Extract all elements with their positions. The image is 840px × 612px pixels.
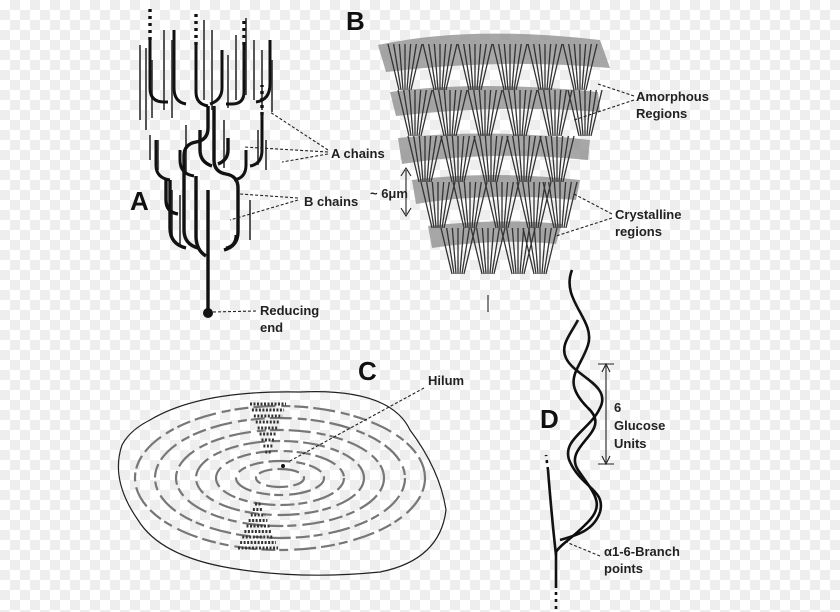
- lower-cluster-wedge: [238, 502, 278, 550]
- crystalline-label-line1: Crystalline: [615, 207, 681, 222]
- hilum-leader: [287, 387, 425, 463]
- a-chains: [148, 30, 272, 250]
- crystalline-cluster: [506, 135, 542, 183]
- panel-b: B Amorphous Regions Crystalline regions …: [346, 6, 709, 312]
- crystalline-cluster: [500, 227, 536, 275]
- crystalline-cluster: [467, 89, 503, 137]
- panel-a: A A chains B chains Reducing end: [130, 8, 385, 335]
- reducing-end-dot: [203, 308, 213, 318]
- b-panel-leaders: [555, 83, 635, 237]
- amorphous-label-line1: Amorphous: [636, 89, 709, 104]
- repeat-label-line3: Units: [614, 436, 647, 451]
- hilum-label: Hilum: [428, 373, 464, 388]
- spacing-bracket: [400, 166, 412, 218]
- panel-c: C Hilum: [117, 356, 464, 576]
- branch-strand: [546, 469, 558, 556]
- crystalline-cluster: [422, 43, 458, 91]
- crystalline-label-line2: regions: [615, 224, 662, 239]
- upper-cluster-wedge: [250, 402, 286, 454]
- branch-label-line2: points: [604, 561, 643, 576]
- lower-crystalline-cluster: [238, 502, 278, 550]
- crystalline-clusters: [387, 43, 603, 275]
- crystalline-cluster: [522, 227, 558, 275]
- crystalline-cluster: [387, 43, 423, 91]
- crystalline-cluster: [567, 89, 603, 137]
- panel-d-letter: D: [540, 404, 559, 434]
- a-panel-leaders: [211, 111, 329, 313]
- spacing-label: ~ 6μm: [370, 186, 408, 201]
- crystalline-cluster: [492, 43, 528, 91]
- crystalline-cluster: [473, 135, 509, 183]
- crystalline-cluster: [457, 43, 493, 91]
- crystalline-cluster: [440, 135, 476, 183]
- crystalline-cluster: [542, 181, 578, 229]
- growth-rings: [133, 404, 427, 552]
- branch-label-line1: α1-6-Branch: [604, 544, 680, 559]
- crystalline-cluster: [527, 43, 563, 91]
- crystalline-cluster: [484, 181, 520, 229]
- reducing-end-label-line1: Reducing: [260, 303, 319, 318]
- repeat-label-line1: 6: [614, 400, 621, 415]
- amorphous-label-line2: Regions: [636, 106, 687, 121]
- a-chains-label: A chains: [331, 146, 385, 161]
- repeat-bracket: [598, 362, 614, 466]
- crystalline-cluster: [562, 43, 598, 91]
- b-chains: [164, 106, 240, 258]
- branch-leader: [565, 541, 601, 557]
- panel-b-letter: B: [346, 6, 365, 36]
- crystalline-cluster: [537, 89, 573, 137]
- crystalline-cluster: [452, 181, 488, 229]
- crystalline-cluster: [516, 181, 552, 229]
- b-chains-label: B chains: [304, 194, 358, 209]
- branch-strand-dots: [544, 454, 550, 471]
- crystalline-cluster: [502, 89, 538, 137]
- panel-c-letter: C: [358, 356, 377, 386]
- hilum-point: [281, 464, 285, 468]
- helix-strand-1: [554, 269, 598, 553]
- panel-a-letter: A: [130, 186, 149, 216]
- crystalline-cluster: [432, 89, 468, 137]
- reducing-end-label-line2: end: [260, 320, 283, 335]
- crystalline-cluster: [397, 89, 433, 137]
- crystalline-cluster: [470, 227, 506, 275]
- helix-strand-2: [559, 319, 604, 542]
- crystalline-cluster: [420, 181, 456, 229]
- repeat-label-line2: Glucose: [614, 418, 665, 433]
- upper-crystalline-cluster: [250, 402, 286, 454]
- crystalline-cluster: [539, 135, 575, 183]
- panel-d: D 6 Glucose Units α1-6-Branch points: [540, 269, 680, 612]
- granule-outline: [117, 391, 447, 576]
- crystalline-cluster: [407, 135, 443, 183]
